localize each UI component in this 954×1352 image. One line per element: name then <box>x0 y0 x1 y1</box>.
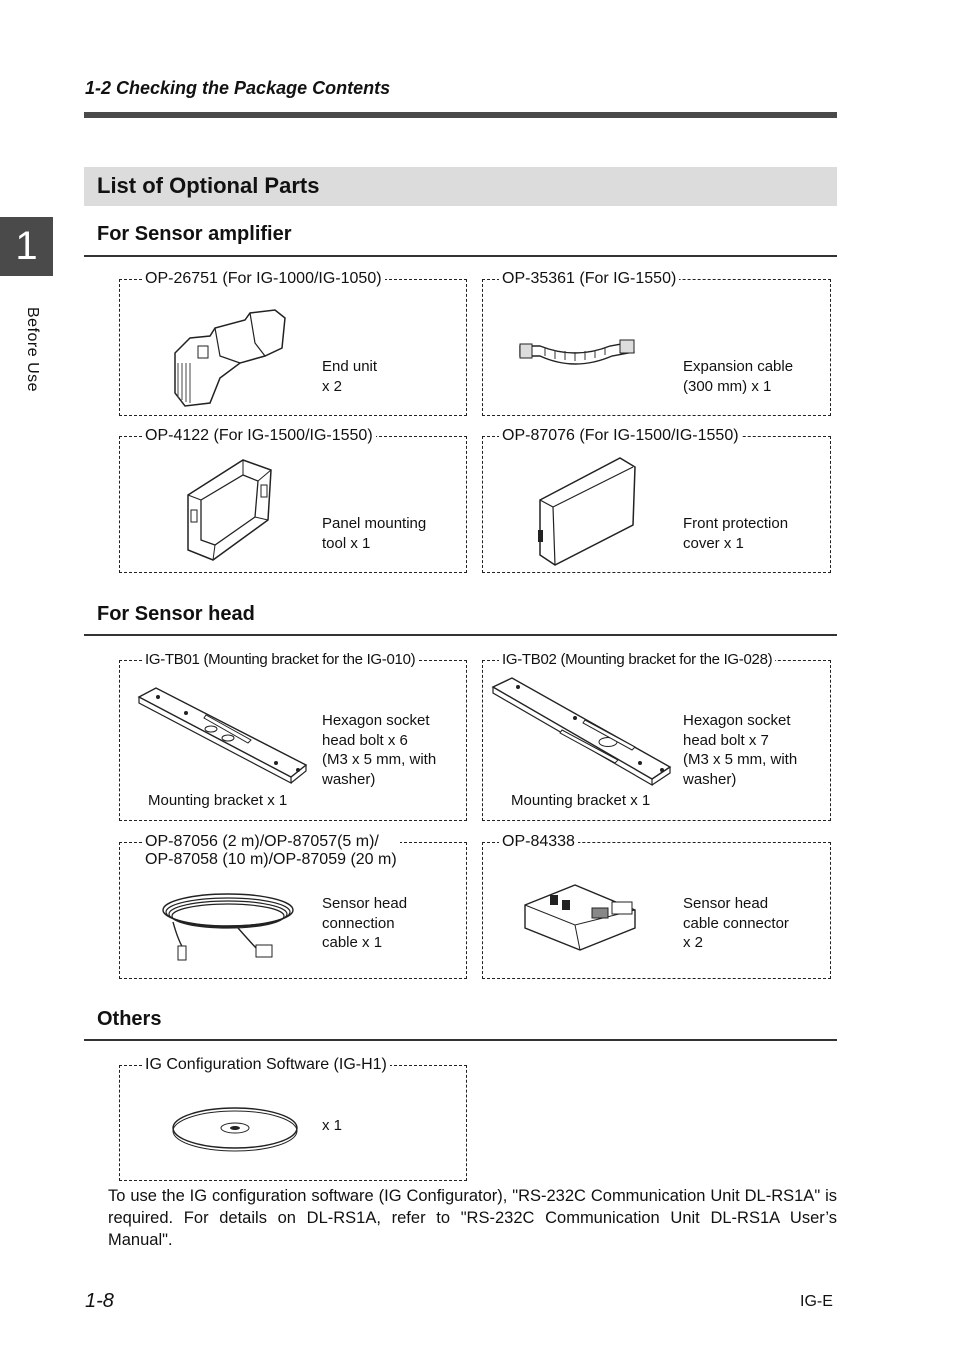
title-line: OP-87058 (10 m)/OP-87059 (20 m) <box>145 851 397 868</box>
caption-line: cable connector <box>683 914 789 932</box>
mounting-bracket-icon <box>491 677 672 787</box>
sensor-head-heading: For Sensor head <box>97 603 255 625</box>
panel-mounting-tool-icon <box>187 459 272 561</box>
chapter-number: 1 <box>15 224 38 268</box>
cd-disc-icon <box>172 1107 298 1152</box>
part-caption: Panel mounting tool x 1 <box>322 514 426 553</box>
caption-line: Sensor head <box>683 895 769 912</box>
chapter-tab: 1 <box>0 217 53 276</box>
caption-line: washer) <box>322 770 376 788</box>
part-caption: Front protection cover x 1 <box>683 514 788 553</box>
part-caption: Sensor head cable connector x 2 <box>683 894 789 953</box>
caption-line: Front protection <box>683 515 789 532</box>
part-title: OP-87076 (For IG-1500/IG-1550) <box>499 427 742 445</box>
part-title: OP-84338 <box>499 833 578 851</box>
coiled-cable-icon <box>162 893 294 961</box>
end-unit-icon <box>174 309 286 407</box>
caption-line: cable x 1 <box>322 934 383 951</box>
part-title: OP-26751 (For IG-1000/IG-1050) <box>142 270 385 288</box>
caption-line: tool x 1 <box>322 534 371 552</box>
header-rule <box>84 112 837 118</box>
others-heading: Others <box>97 1008 162 1030</box>
page-number: 1-8 <box>85 1290 114 1312</box>
caption-line: (300 mm) x 1 <box>683 377 772 395</box>
caption-line: x 2 <box>683 934 704 951</box>
front-cover-icon <box>538 457 636 566</box>
caption-line: Hexagon socket <box>322 712 430 729</box>
part-title: OP-4122 (For IG-1500/IG-1550) <box>142 427 376 445</box>
caption-line: connection <box>322 914 395 932</box>
caption-line: End unit <box>322 358 378 375</box>
part-box-op84338 <box>482 842 831 979</box>
caption-line: Panel mounting <box>322 515 427 532</box>
part-sub-caption: Mounting bracket x 1 <box>148 792 288 809</box>
part-caption: End unit x 2 <box>322 357 377 396</box>
amplifier-rule <box>84 255 837 257</box>
section-title: List of Optional Parts <box>97 173 320 198</box>
part-caption: x 1 <box>322 1117 343 1134</box>
running-head: 1-2 Checking the Package Contents <box>85 78 391 98</box>
caption-line: head bolt x 7 <box>683 731 769 749</box>
caption-line: Sensor head <box>322 895 408 912</box>
part-title: OP-87056 (2 m)/OP-87057(5 m)/ OP-87058 (… <box>142 833 400 869</box>
part-caption: Hexagon socket head bolt x 6 (M3 x 5 mm,… <box>322 711 436 789</box>
part-title: OP-35361 (For IG-1550) <box>499 270 680 288</box>
caption-line: head bolt x 6 <box>322 731 408 749</box>
caption-line: x 2 <box>322 377 343 395</box>
amplifier-heading: For Sensor amplifier <box>97 223 292 245</box>
caption-line: Hexagon socket <box>683 712 791 729</box>
part-title: IG-TB01 (Mounting bracket for the IG-010… <box>142 651 419 668</box>
note-paragraph: To use the IG configuration software (IG… <box>108 1187 837 1249</box>
sensor-head-rule <box>84 634 837 636</box>
part-title: IG Configuration Software (IG-H1) <box>142 1056 390 1074</box>
chapter-side-label: Before Use <box>24 307 41 393</box>
expansion-cable-icon <box>519 339 635 365</box>
section-title-band <box>84 167 837 206</box>
title-line: OP-87056 (2 m)/OP-87057(5 m)/ <box>145 833 379 850</box>
caption-line: (M3 x 5 mm, with <box>322 751 437 768</box>
document-code: IG-E <box>800 1293 833 1310</box>
part-title: IG-TB02 (Mounting bracket for the IG-028… <box>499 651 776 668</box>
caption-line: Expansion cable <box>683 358 794 375</box>
part-caption: Expansion cable (300 mm) x 1 <box>683 357 793 396</box>
connector-icon <box>524 884 636 951</box>
part-caption: Sensor head connection cable x 1 <box>322 894 407 953</box>
caption-line: washer) <box>683 770 737 788</box>
caption-line: cover x 1 <box>683 534 744 552</box>
caption-line: (M3 x 5 mm, with <box>683 751 798 768</box>
part-sub-caption: Mounting bracket x 1 <box>511 792 651 809</box>
part-caption: Hexagon socket head bolt x 7 (M3 x 5 mm,… <box>683 711 797 789</box>
mounting-bracket-icon <box>137 687 308 784</box>
others-rule <box>84 1039 837 1041</box>
